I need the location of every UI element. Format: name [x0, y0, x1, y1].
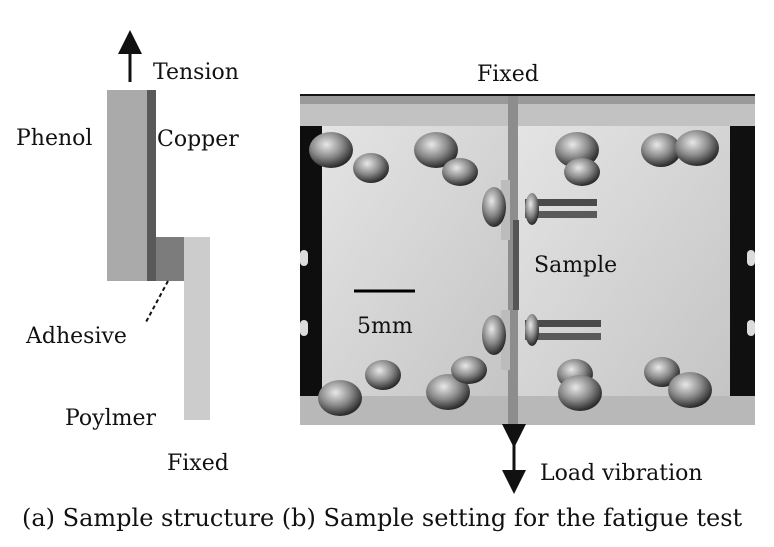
sample-label: Sample	[534, 253, 618, 278]
figure-caption: (a) Sample structure (b) Sample setting …	[22, 504, 743, 532]
copper-label: Copper	[157, 127, 239, 152]
adhesive-label: Adhesive	[26, 324, 127, 349]
adhesive-layer	[156, 237, 184, 281]
polymer-label: Poylmer	[65, 406, 157, 431]
copper-layer	[147, 90, 156, 281]
tension-label: Tension	[153, 60, 239, 85]
sample-structure-diagram	[107, 30, 210, 420]
polymer-layer	[184, 237, 210, 420]
adhesive-leader-line	[145, 280, 169, 323]
phenol-layer	[107, 90, 147, 281]
setting-fixed-label: Fixed	[477, 62, 539, 87]
phenol-label: Phenol	[16, 126, 93, 151]
fatigue-test-photo	[300, 94, 755, 425]
structure-fixed-label: Fixed	[167, 451, 229, 476]
scale-label: 5mm	[357, 314, 413, 339]
load-vibration-label: Load vibration	[540, 461, 703, 486]
